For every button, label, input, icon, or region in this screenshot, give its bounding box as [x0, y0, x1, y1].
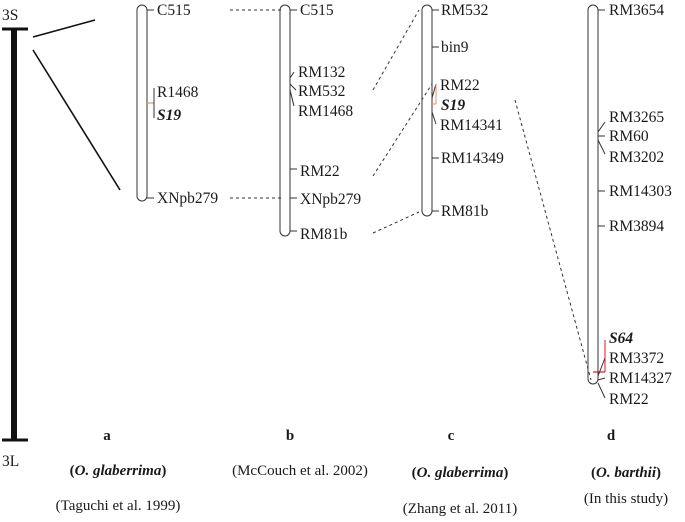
marker-label: bin9	[441, 39, 469, 56]
marker-label: RM14327	[609, 370, 672, 387]
marker-label: RM81b	[441, 203, 489, 220]
caption-letter: a	[103, 428, 111, 444]
connector-rm532	[372, 9, 420, 91]
chromosome-short-arm-label: 3S	[2, 7, 18, 24]
map-d-chromosome	[587, 4, 599, 385]
marker-label: RM3372	[609, 350, 664, 367]
connector-rm22	[372, 83, 433, 177]
marker-label: RM14303	[609, 183, 672, 200]
caption-reference: (McCouch et al. 2002)	[232, 463, 368, 479]
map-d-tick	[597, 357, 606, 377]
marker-label: RM532	[298, 83, 345, 100]
caption-species: (O. barthii)	[591, 465, 661, 481]
marker-label: RM22	[440, 77, 480, 94]
zoom-line-top	[32, 19, 96, 38]
map-b-chromosome	[279, 4, 291, 237]
marker-label: C515	[157, 2, 191, 19]
map-b: C515 RM132 RM532 RM1468 RM22 XNpb279 RM8…	[279, 2, 361, 243]
marker-label: RM60	[609, 128, 649, 145]
marker-label: RM14341	[440, 117, 503, 134]
marker-connectors	[230, 9, 592, 381]
map-b-tick	[289, 71, 295, 79]
map-d-tick	[597, 377, 606, 381]
map-d: RM3654 RM3265 RM60 RM3202 RM14303 RM3894…	[587, 2, 672, 408]
caption-reference: (In this study)	[584, 491, 668, 507]
map-c: RM532 bin9 RM22 S19 RM14341 RM14349 RM81…	[421, 2, 504, 220]
connector-rm22-d	[514, 99, 592, 381]
map-a: C515 R1468 S19 XNpb279	[136, 2, 218, 207]
marker-label: RM1468	[298, 103, 353, 120]
caption-c: c (O. glaberrima) (Zhang et al. 2011)	[403, 428, 517, 517]
chromosome-long-arm-label: 3L	[2, 453, 19, 470]
caption-b: b (McCouch et al. 2002)	[232, 428, 368, 479]
map-b-tick	[289, 89, 295, 107]
gene-label-s19: S19	[157, 107, 181, 124]
connector-rm81b	[372, 211, 420, 234]
marker-label: RM3202	[609, 149, 664, 166]
marker-label: XNpb279	[300, 191, 361, 208]
caption-a: a (O. glaberrima) (Taguchi et al. 1999)	[56, 428, 181, 514]
caption-letter: b	[286, 428, 294, 444]
caption-reference: (Zhang et al. 2011)	[403, 501, 517, 517]
map-c-chromosome	[421, 4, 433, 217]
map-a-chromosome	[136, 4, 148, 202]
caption-letter: c	[448, 428, 455, 444]
marker-label: RM22	[609, 391, 649, 408]
marker-label: RM14349	[441, 150, 504, 167]
zoom-line-bottom	[32, 49, 121, 191]
marker-label: XNpb279	[157, 190, 218, 207]
map-d-tick	[597, 121, 606, 133]
marker-label: RM3894	[609, 218, 664, 235]
marker-label: RM81b	[300, 226, 348, 243]
map-c-tick	[431, 111, 437, 125]
map-c-tick	[431, 83, 437, 99]
caption-letter: d	[607, 428, 616, 444]
map-d-tick	[597, 139, 606, 155]
caption-species: (O. glaberrima)	[412, 465, 509, 481]
caption-species: (O. glaberrima)	[70, 463, 167, 479]
marker-label: RM532	[441, 2, 488, 19]
caption-reference: (Taguchi et al. 1999)	[56, 498, 181, 514]
marker-label: RM132	[298, 64, 345, 81]
marker-label: RM3265	[609, 109, 664, 126]
map-b-tick	[289, 83, 297, 91]
marker-label: RM22	[300, 163, 340, 180]
marker-label: C515	[300, 2, 334, 19]
caption-d: d (O. barthii) (In this study)	[584, 428, 668, 507]
gene-label-s64: S64	[609, 330, 633, 347]
map-d-tick	[597, 382, 606, 399]
gene-label-s19: S19	[441, 97, 465, 114]
marker-label: R1468	[157, 84, 199, 101]
marker-label: RM3654	[609, 2, 664, 19]
chromosome-3-overview: 3S 3L	[2, 7, 121, 470]
